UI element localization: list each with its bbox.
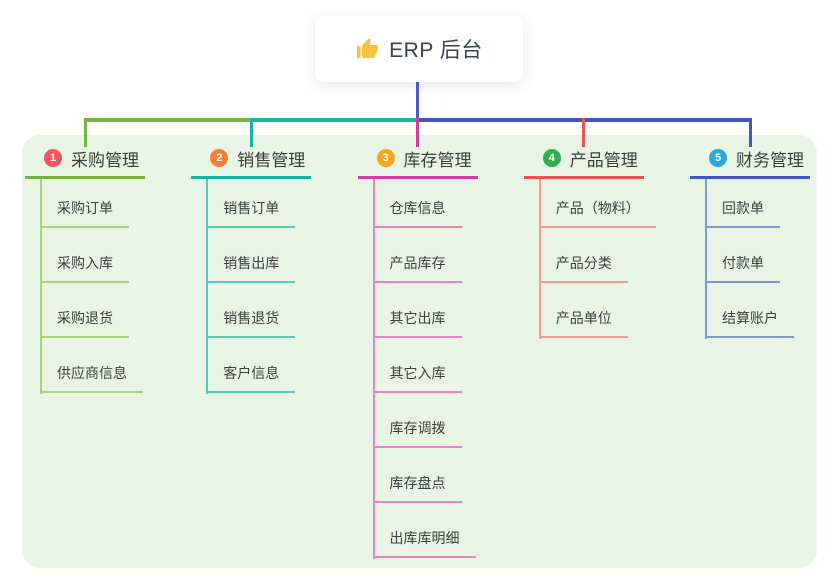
child-item[interactable]: 结算账户 xyxy=(705,310,794,338)
child-item[interactable]: 销售退货 xyxy=(206,310,296,338)
child-item[interactable]: 采购订单 xyxy=(40,200,129,228)
branch-header[interactable]: 3 库存管理 xyxy=(376,147,472,170)
branch-header[interactable]: 5 财务管理 xyxy=(709,147,804,170)
branch-badge: 5 xyxy=(709,149,727,167)
branch-trunk-line xyxy=(206,179,209,394)
branch-label: 产品管理 xyxy=(569,150,638,170)
thumbs-up-icon xyxy=(355,37,379,61)
child-item[interactable]: 回款单 xyxy=(705,200,780,228)
branch-underline xyxy=(25,176,145,179)
branch-label: 销售管理 xyxy=(237,150,306,170)
child-item[interactable]: 库存盘点 xyxy=(372,475,462,503)
child-item[interactable]: 出库库明细 xyxy=(372,530,476,558)
child-item[interactable]: 销售出库 xyxy=(206,255,296,283)
branch-column-3: 3 库存管理 仓库信息产品库存其它出库其它入库库存调拨库存盘点出库库明细 xyxy=(357,0,525,588)
branch-drop-4 xyxy=(582,118,586,147)
child-item[interactable]: 产品（物料） xyxy=(538,200,656,228)
branch-trunk-line xyxy=(705,179,707,339)
child-item[interactable]: 产品库存 xyxy=(372,255,462,283)
branch-column-2: 2 销售管理 销售订单销售出库销售退货客户信息 xyxy=(191,0,358,588)
branch-drop-3 xyxy=(416,118,419,147)
branch-label: 财务管理 xyxy=(736,150,804,170)
branch-drop-2 xyxy=(249,118,253,147)
child-item[interactable]: 销售订单 xyxy=(206,200,296,228)
branch-badge: 3 xyxy=(376,149,395,167)
branch-underline xyxy=(191,176,312,179)
branch-column-4: 4 产品管理 产品（物料） 产品分类产品单位 xyxy=(523,0,691,588)
branch-underline xyxy=(523,176,644,179)
branch-badge: 1 xyxy=(44,149,62,167)
child-item[interactable]: 产品单位 xyxy=(538,310,628,338)
child-item[interactable]: 客户信息 xyxy=(206,365,296,393)
child-item[interactable]: 采购退货 xyxy=(40,310,129,338)
branch-column-1: 1 采购管理 采购订单采购入库采购退货供应商信息 xyxy=(25,0,192,588)
branch-trunk-line xyxy=(372,179,375,559)
branch-drop-1 xyxy=(83,118,87,147)
child-item[interactable]: 供应商信息 xyxy=(40,365,143,393)
branch-header[interactable]: 1 采购管理 xyxy=(44,147,139,170)
branch-trunk-line xyxy=(40,179,42,394)
child-item[interactable]: 付款单 xyxy=(705,255,780,283)
root-connector-line xyxy=(416,82,419,120)
mindmap-canvas xyxy=(22,135,817,568)
bus-segment-1 xyxy=(85,118,254,122)
bus-segment-2 xyxy=(251,118,417,122)
branch-badge: 2 xyxy=(210,149,229,167)
branch-label: 库存管理 xyxy=(403,150,472,170)
branch-column-5: 5 财务管理 回款单付款单结算账户 xyxy=(690,0,839,588)
branch-trunk-line xyxy=(538,179,541,339)
root-title: ERP 后台 xyxy=(389,39,483,62)
branch-header[interactable]: 4 产品管理 xyxy=(542,147,638,170)
child-item[interactable]: 产品分类 xyxy=(538,255,628,283)
branch-drop-5 xyxy=(748,118,752,147)
branch-header[interactable]: 2 销售管理 xyxy=(210,147,306,170)
child-item[interactable]: 其它入库 xyxy=(372,365,462,393)
branch-label: 采购管理 xyxy=(71,150,139,170)
child-item[interactable]: 仓库信息 xyxy=(372,200,462,228)
child-item[interactable]: 其它出库 xyxy=(372,310,462,338)
branch-badge: 4 xyxy=(542,149,561,167)
child-item[interactable]: 采购入库 xyxy=(40,255,129,283)
root-node[interactable]: ERP 后台 xyxy=(315,16,523,82)
branch-underline xyxy=(690,176,810,179)
child-item[interactable]: 库存调拨 xyxy=(372,420,462,448)
branch-underline xyxy=(357,176,478,179)
